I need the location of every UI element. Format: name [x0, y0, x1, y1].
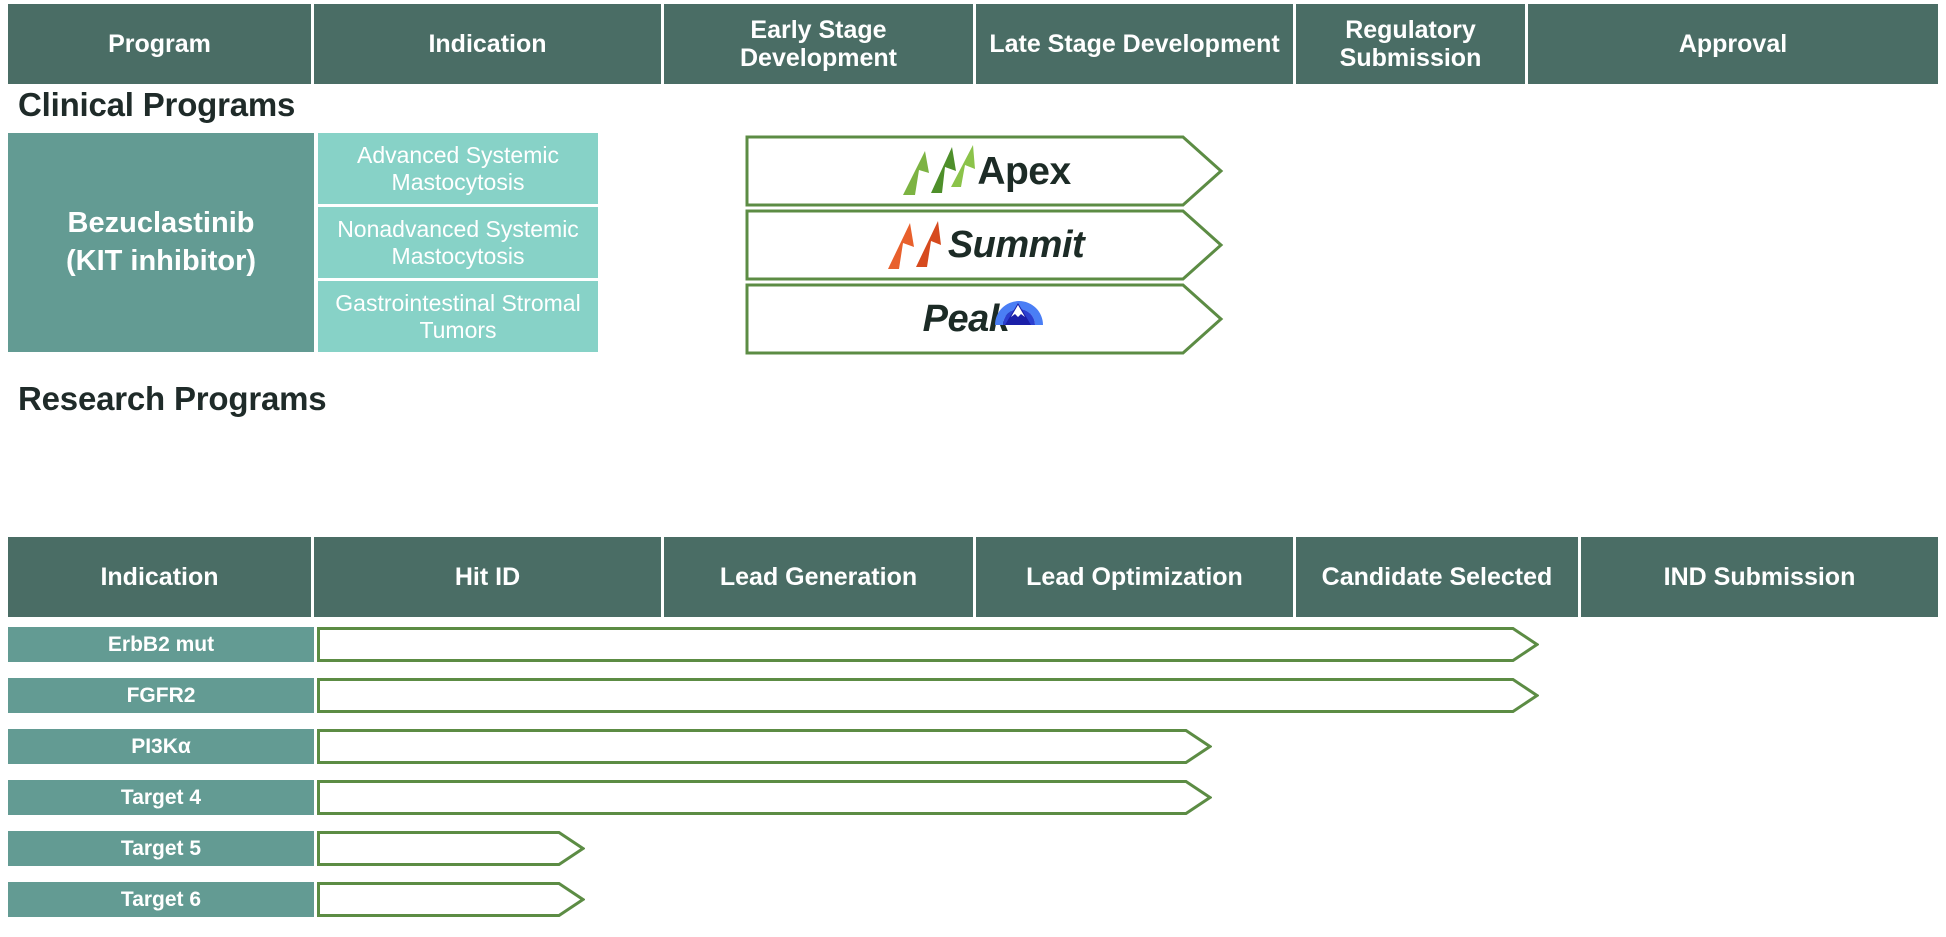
research-header-row: Indication Hit ID Lead Generation Lead O… — [8, 537, 1938, 617]
header-cell-regulatory: Regulatory Submission — [1296, 4, 1528, 84]
clinical-section-title: Clinical Programs — [18, 86, 296, 123]
research-row-label-target-6: Target 6 — [8, 882, 314, 917]
research-section-title: Research Programs — [18, 380, 327, 417]
research-row-label-target-5: Target 5 — [8, 831, 314, 866]
progress-arrow-summit — [745, 209, 1225, 281]
progress-arrow-peak — [745, 283, 1225, 355]
research-progress-arrow-target-4 — [317, 780, 1212, 815]
clinical-indication-column: Advanced Systemic Mastocytosis Nonadvanc… — [318, 133, 598, 352]
header-cell-late-stage: Late Stage Development — [976, 4, 1296, 84]
header-cell-early-stage: Early Stage Development — [664, 4, 976, 84]
program-cell-bezuclastinib: Bezuclastinib (KIT inhibitor) — [8, 133, 314, 352]
research-progress-arrow-target-5 — [317, 831, 585, 866]
research-progress-arrow-erbb2 — [317, 627, 1539, 662]
program-name: Bezuclastinib — [67, 207, 255, 240]
clinical-header-row: Program Indication Early Stage Developme… — [8, 4, 1938, 84]
indication-cell-advsm: Advanced Systemic Mastocytosis — [318, 133, 598, 204]
research-row-label-pi3k-alpha: PI3Kα — [8, 729, 314, 764]
research-progress-arrow-fgfr2 — [317, 678, 1539, 713]
header-cell-indication: Indication — [314, 4, 664, 84]
research-header-cell-lead-generation: Lead Generation — [664, 537, 976, 617]
program-target: (KIT inhibitor) — [65, 244, 257, 277]
header-cell-program: Program — [8, 4, 314, 84]
research-header-cell-lead-optimization: Lead Optimization — [976, 537, 1296, 617]
research-progress-arrow-pi3k-alpha — [317, 729, 1212, 764]
research-header-cell-ind-submission: IND Submission — [1581, 537, 1938, 617]
research-progress-arrow-target-6 — [317, 882, 585, 937]
research-header-cell-indication: Indication — [8, 537, 314, 617]
research-header-cell-candidate-selected: Candidate Selected — [1296, 537, 1581, 617]
indication-cell-gist: Gastrointestinal Stromal Tumors — [318, 281, 598, 352]
header-cell-approval: Approval — [1528, 4, 1938, 84]
indication-cell-nonadvsm: Nonadvanced Systemic Mastocytosis — [318, 207, 598, 278]
research-row-label-fgfr2: FGFR2 — [8, 678, 314, 713]
research-header-cell-hit-id: Hit ID — [314, 537, 664, 617]
research-row-label-target-4: Target 4 — [8, 780, 314, 815]
progress-arrow-apex — [745, 135, 1225, 207]
research-row-label-erbb2: ErbB2 mut — [8, 627, 314, 662]
